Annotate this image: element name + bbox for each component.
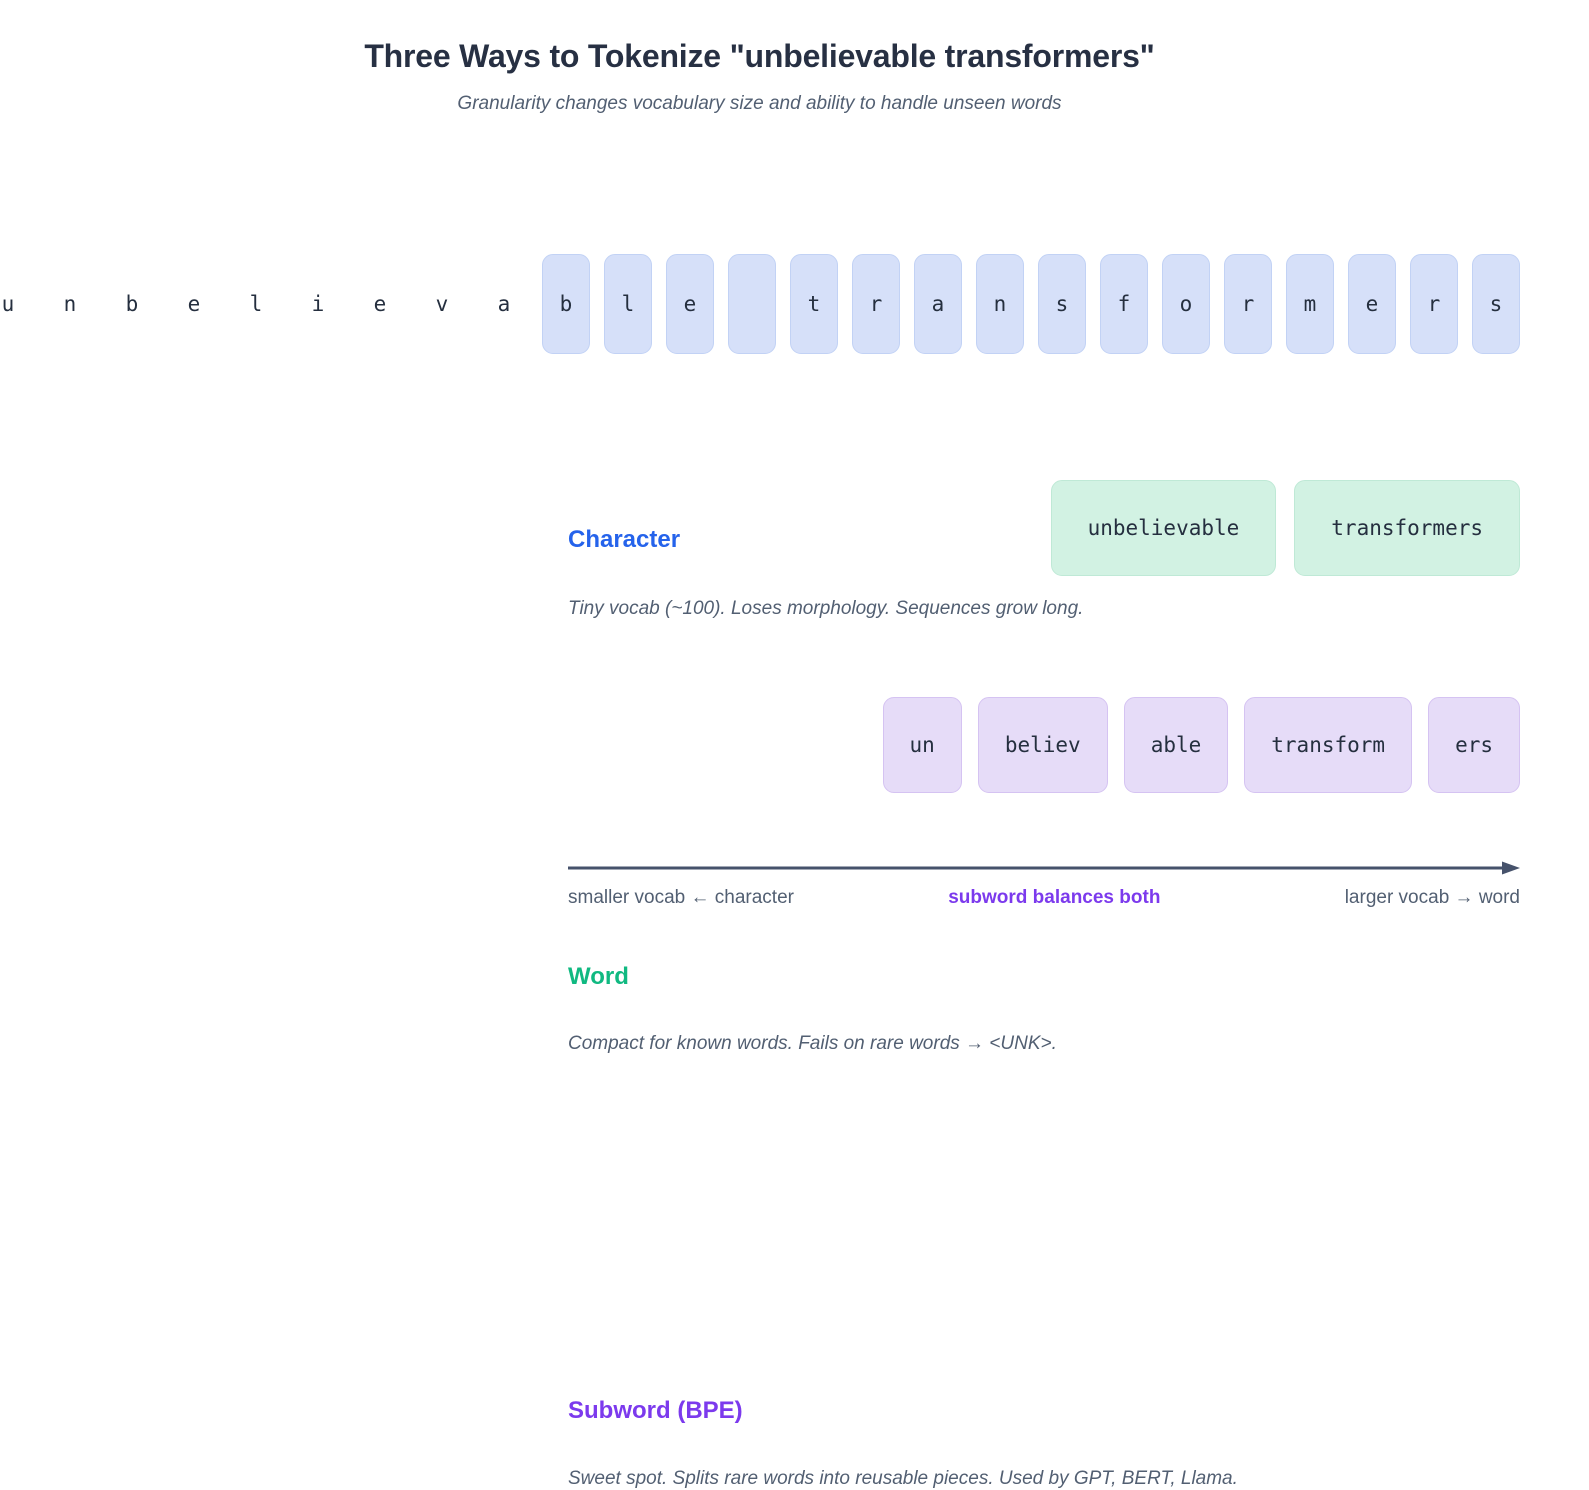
word-token-strip: unbelievable transformers: [0, 478, 1520, 578]
spectrum-arrow-icon: [568, 861, 1520, 875]
character-token[interactable]: b: [542, 254, 590, 354]
character-token[interactable]: r: [1410, 254, 1458, 354]
character-token-label: e: [683, 292, 697, 316]
character-row-label: Character: [568, 526, 681, 553]
character-token-label: l: [621, 292, 635, 316]
character-token-label: i: [311, 292, 325, 316]
subword-token[interactable]: un: [882, 697, 962, 793]
subword-row-label: Subword (BPE): [568, 1397, 743, 1424]
character-token-label: v: [435, 292, 449, 316]
subword-token-label: ers: [1455, 733, 1493, 757]
character-token-label: l: [249, 292, 263, 316]
character-token[interactable]: l: [604, 254, 652, 354]
subword-token-label: able: [1150, 733, 1202, 757]
word-token[interactable]: transformers: [1294, 480, 1520, 576]
character-token-label: e: [1365, 292, 1379, 316]
character-token-label: b: [125, 292, 139, 316]
character-token[interactable]: n: [976, 254, 1024, 354]
character-token[interactable]: s: [1472, 254, 1520, 354]
spectrum-mid-label: subword balances both: [948, 887, 1161, 908]
character-token-label: t: [807, 292, 821, 316]
character-token[interactable]: i: [294, 254, 342, 354]
page-subtitle: Granularity changes vocabulary size and …: [457, 93, 1062, 114]
subword-token[interactable]: believ: [977, 697, 1108, 793]
character-token-label: m: [1303, 292, 1317, 316]
character-token[interactable]: e: [666, 254, 714, 354]
subword-token[interactable]: transform: [1244, 697, 1413, 793]
character-token[interactable]: b: [108, 254, 156, 354]
character-token[interactable]: r: [852, 254, 900, 354]
spectrum-right-label: larger vocab → word: [1344, 887, 1520, 908]
character-token[interactable]: t: [790, 254, 838, 354]
subword-token[interactable]: ers: [1428, 697, 1520, 793]
character-token-label: s: [1489, 292, 1503, 316]
character-token-label: r: [1241, 292, 1255, 316]
character-token[interactable]: v: [418, 254, 466, 354]
character-token[interactable]: e: [1348, 254, 1396, 354]
spectrum-left-label: smaller vocab ← character: [568, 887, 794, 908]
character-token-label: f: [1117, 292, 1131, 316]
character-token[interactable]: u: [0, 254, 32, 354]
character-token-label: r: [869, 292, 883, 316]
character-token-label: s: [1055, 292, 1069, 316]
character-token[interactable]: o: [1162, 254, 1210, 354]
character-token[interactable]: e: [170, 254, 218, 354]
character-token[interactable]: m: [1286, 254, 1334, 354]
character-token[interactable]: [728, 254, 776, 354]
character-token-label: a: [497, 292, 511, 316]
character-token[interactable]: a: [914, 254, 962, 354]
word-row-label: Word: [568, 963, 629, 990]
character-token-label: b: [559, 292, 573, 316]
character-token[interactable]: e: [356, 254, 404, 354]
word-token[interactable]: unbelievable: [1050, 480, 1277, 576]
spectrum-labels: smaller vocab ← character subword balanc…: [568, 887, 1520, 909]
subword-token-label: believ: [1004, 733, 1081, 757]
word-row-caption: Compact for known words. Fails on rare w…: [568, 1033, 1057, 1054]
character-token-label: e: [373, 292, 387, 316]
character-token-label: u: [1, 292, 15, 316]
page-title: Three Ways to Tokenize "unbelievable tra…: [364, 38, 1155, 74]
header: Three Ways to Tokenize "unbelievable tra…: [0, 0, 1589, 115]
word-token-label: unbelievable: [1087, 516, 1240, 540]
vocab-spectrum: smaller vocab ← character subword balanc…: [568, 855, 1520, 925]
word-token-label: transformers: [1331, 516, 1483, 540]
character-token-label: o: [1179, 292, 1193, 316]
character-token[interactable]: s: [1038, 254, 1086, 354]
subword-token[interactable]: able: [1123, 697, 1229, 793]
subword-token-strip: un believ able transform ers: [0, 695, 1520, 795]
character-token-label: a: [931, 292, 945, 316]
character-token-label: r: [1427, 292, 1441, 316]
character-token[interactable]: f: [1100, 254, 1148, 354]
character-token[interactable]: r: [1224, 254, 1272, 354]
subword-token-label: transform: [1271, 733, 1386, 757]
subword-token-label: un: [909, 733, 935, 757]
character-token[interactable]: n: [46, 254, 94, 354]
character-token[interactable]: a: [480, 254, 528, 354]
subword-row-caption: Sweet spot. Splits rare words into reusa…: [568, 1468, 1238, 1489]
character-row-caption: Tiny vocab (~100). Loses morphology. Seq…: [568, 598, 1084, 619]
character-token-label: n: [63, 292, 77, 316]
character-token-label: e: [187, 292, 201, 316]
character-token[interactable]: l: [232, 254, 280, 354]
character-token-label: n: [993, 292, 1007, 316]
subword-row: un believ able transform ers Subword (BPE) S…: [0, 683, 1589, 1489]
